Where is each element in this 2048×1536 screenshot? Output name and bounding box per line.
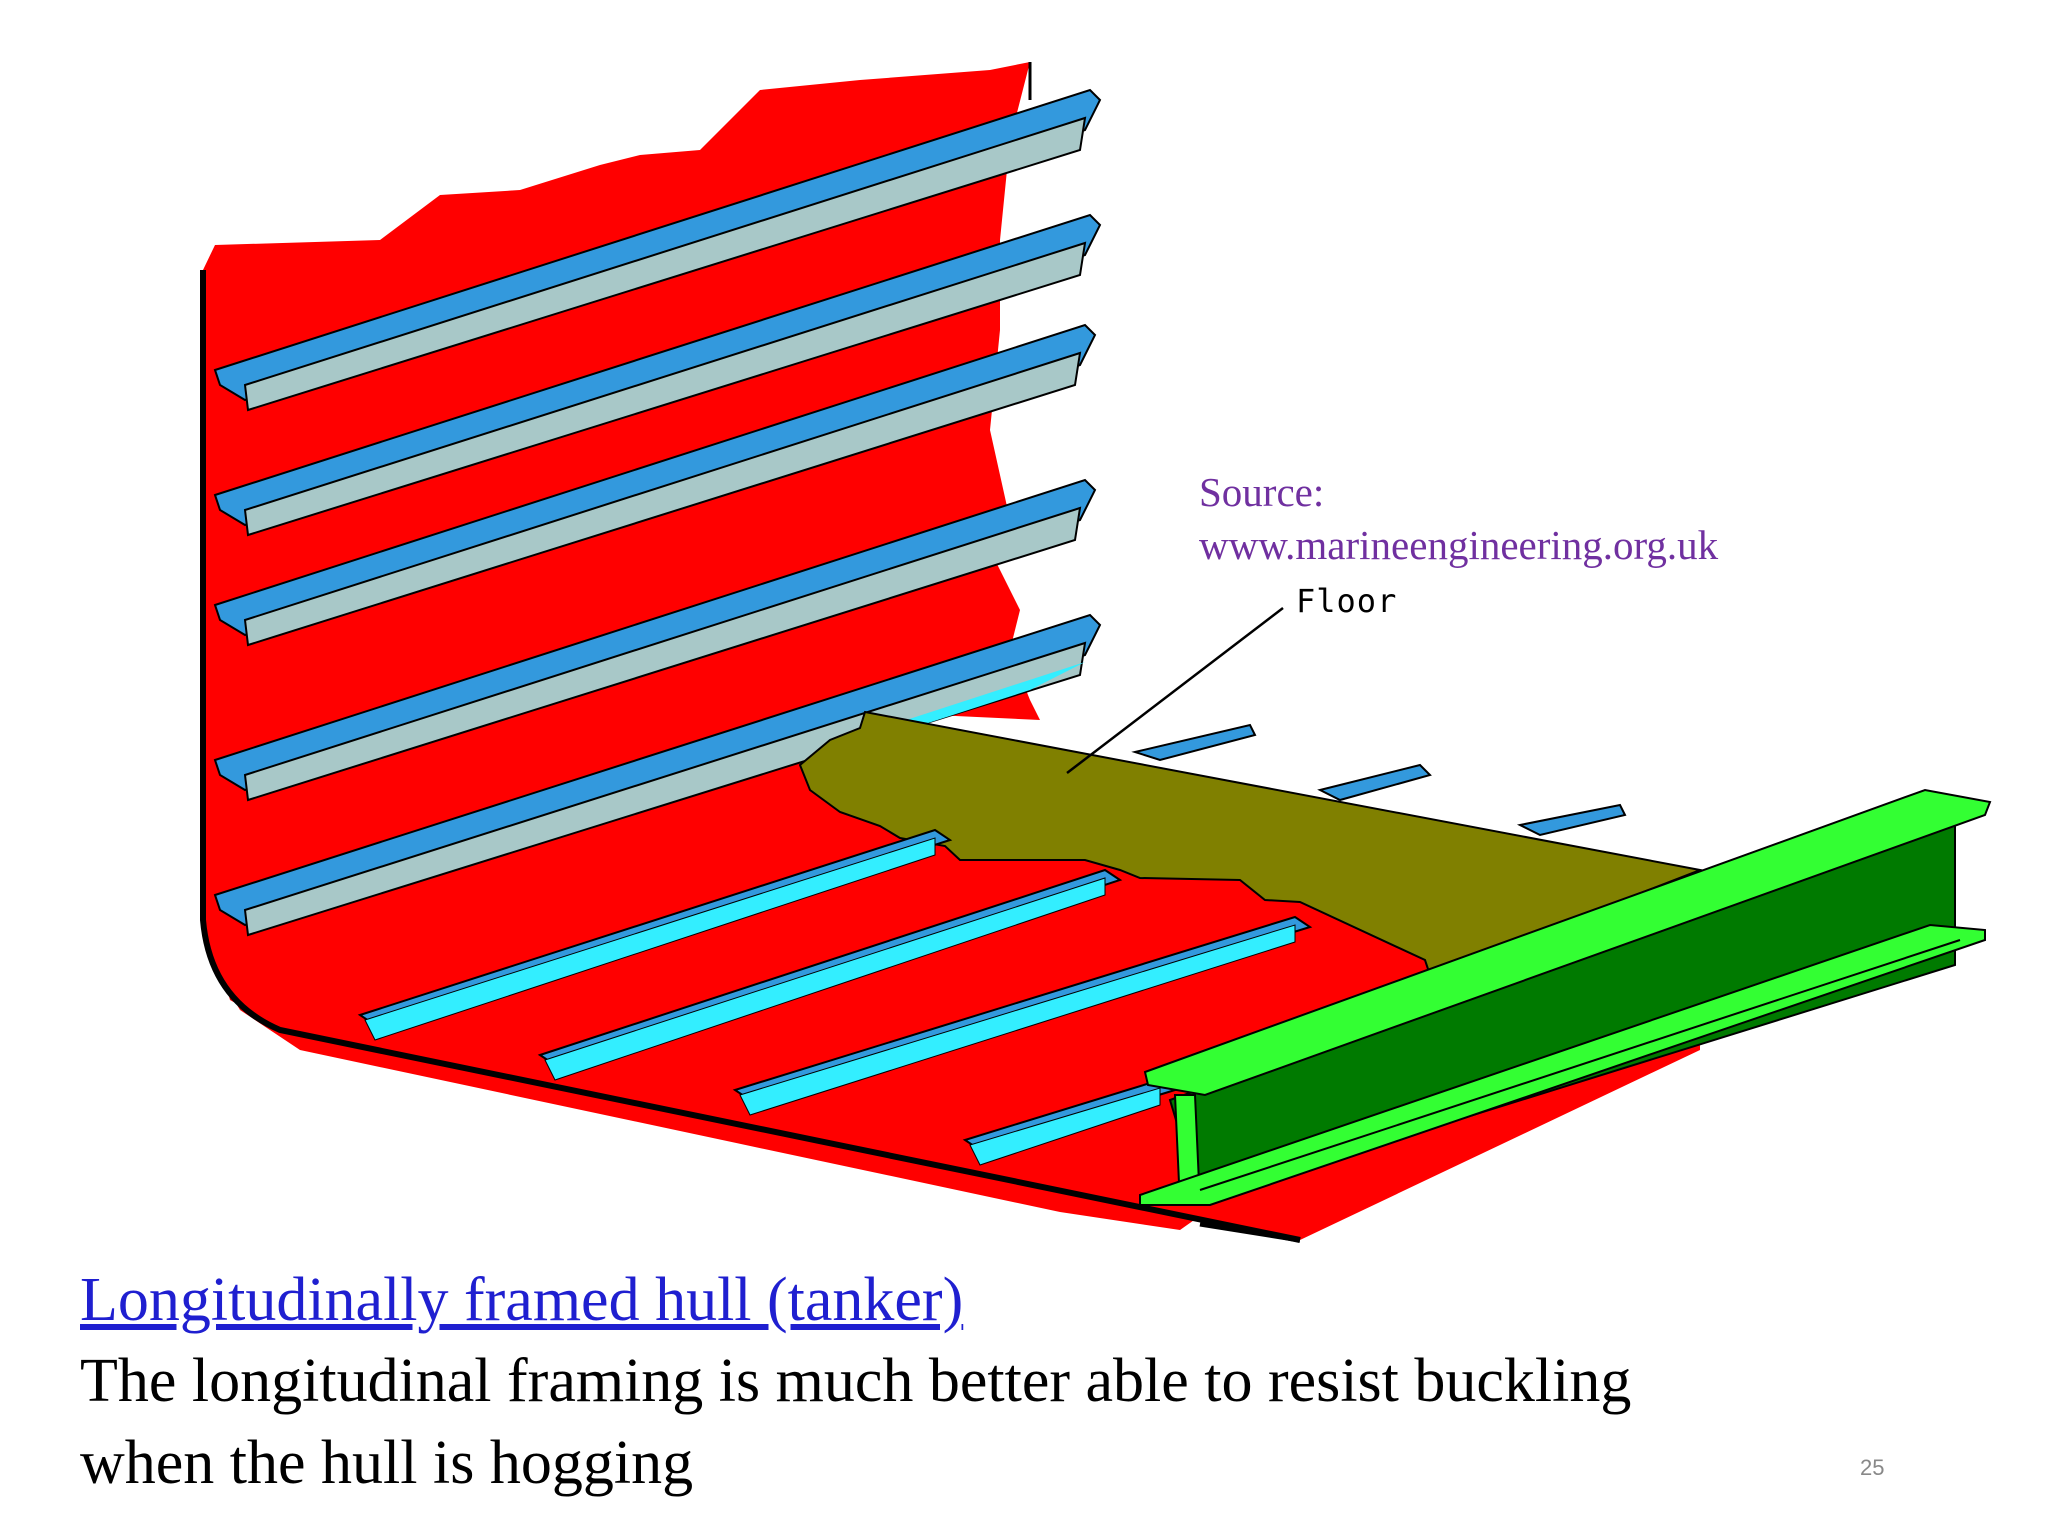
- source-label: Source:: [1199, 469, 1325, 515]
- floor-plate: [798, 710, 1704, 977]
- side-stiffener: [213, 213, 1102, 537]
- page-number: 25: [1860, 1455, 1885, 1480]
- bottom-stiffener: [732, 915, 1313, 1116]
- bottom-stiffener: [357, 828, 953, 1041]
- bottom-stiffener: [537, 868, 1123, 1081]
- bottom-edge-extension: [1199, 1221, 1301, 1243]
- hull-diagram: [200, 62, 1992, 1243]
- side-stiffener: [213, 323, 1097, 647]
- stiffener-tops-beyond-floor: [1131, 723, 1627, 837]
- floor-leader-line: [1066, 607, 1284, 774]
- body-text-line-1: The longitudinal framing is much better …: [80, 1347, 1632, 1415]
- hull-edge-line: [200, 270, 1301, 1243]
- slide-title-link[interactable]: Longitudinally framed hull (tanker): [80, 1266, 964, 1334]
- side-stiffener: [213, 88, 1102, 412]
- floor-label: Floor: [1296, 582, 1398, 620]
- side-stiffener: [213, 478, 1097, 802]
- body-text-line-2: when the hull is hogging: [80, 1429, 694, 1497]
- bottom-stiffeners: [357, 828, 1313, 1166]
- source-url: www.marineengineering.org.uk: [1199, 522, 1719, 568]
- center-girder: [1139, 788, 1992, 1206]
